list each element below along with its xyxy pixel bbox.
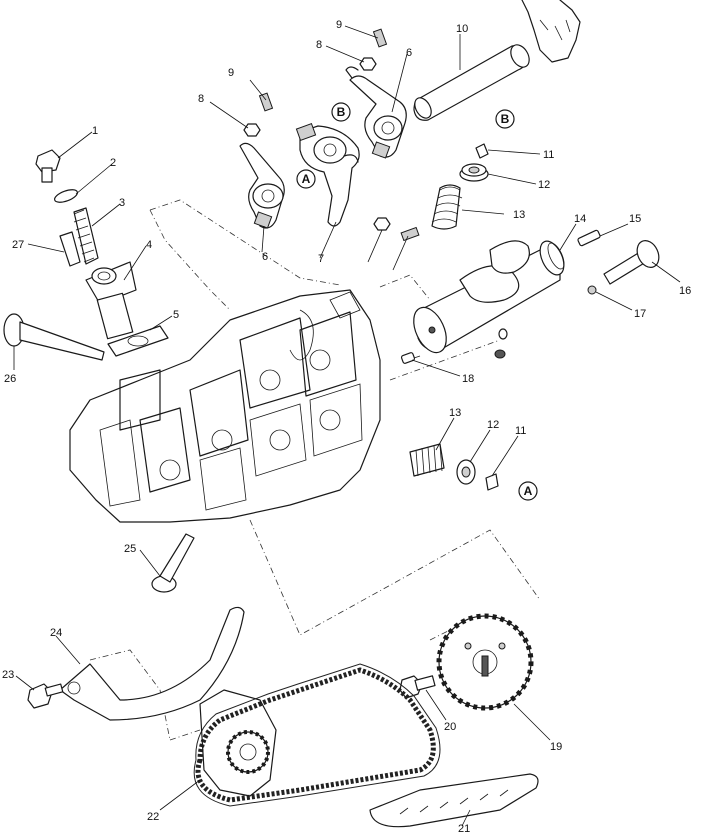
- rocker-arm-left: [239, 142, 285, 229]
- reference-markers: B A B A: [296, 102, 538, 501]
- decompressor-parts: [400, 229, 660, 364]
- cam-sprocket: [436, 613, 534, 711]
- chain-guide-lower: [369, 773, 539, 828]
- callout-6-left: 6: [262, 251, 268, 263]
- callout-15: 15: [629, 213, 641, 225]
- callout-21: 21: [458, 823, 470, 834]
- valve-intake: [3, 313, 105, 361]
- callout-19: 19: [550, 741, 562, 753]
- valve-spring-upper: [431, 143, 489, 230]
- callout-13-lower: 13: [449, 407, 461, 419]
- valve-exhaust: [151, 533, 195, 593]
- marker-a-lower: A: [524, 484, 533, 498]
- leader-lines: [13, 25, 681, 827]
- callout-16: 16: [679, 285, 691, 297]
- rocker-shaft: [413, 44, 530, 121]
- callout-27: 27: [12, 239, 24, 251]
- rocker-arm-upper-right: [345, 66, 407, 159]
- sprocket-bolt: [399, 675, 436, 699]
- callout-6-upper: 6: [406, 47, 412, 59]
- callout-23: 23: [2, 669, 14, 681]
- callout-7: 7: [318, 253, 324, 265]
- callout-24: 24: [50, 627, 62, 639]
- callout-1: 1: [92, 125, 98, 137]
- callout-17: 17: [634, 308, 646, 320]
- callout-9-left: 9: [228, 67, 234, 79]
- callout-3: 3: [119, 197, 125, 209]
- callout-14: 14: [574, 213, 586, 225]
- cylinder-head: [69, 289, 381, 523]
- callout-2: 2: [110, 157, 116, 169]
- callout-22: 22: [147, 811, 159, 823]
- callout-12-upper: 12: [538, 179, 550, 191]
- callout-10: 10: [456, 23, 468, 35]
- engine-block-fragment: [521, 0, 581, 63]
- marker-b-right: B: [501, 112, 510, 126]
- camshaft: [413, 240, 565, 359]
- callout-12-lower: 12: [487, 419, 499, 431]
- callout-26: 26: [4, 373, 16, 385]
- callout-8-upper: 8: [316, 39, 322, 51]
- marker-b-upper: B: [337, 105, 346, 119]
- callout-8-left: 8: [198, 93, 204, 105]
- callout-9-upper: 9: [336, 19, 342, 31]
- chain-guide-upper: [27, 606, 245, 721]
- marker-a-upper: A: [302, 172, 311, 186]
- callout-25: 25: [124, 543, 136, 555]
- part-callouts: 1 2 3 4 5 6 6 7 8 8 9 9 10 11 11 12 12 1…: [2, 19, 691, 834]
- callout-13-upper: 13: [513, 209, 525, 221]
- crank-sprocket: [199, 689, 277, 797]
- callout-11-upper: 11: [543, 149, 554, 161]
- callout-18: 18: [462, 373, 474, 385]
- callout-4: 4: [146, 239, 152, 251]
- callout-11-lower: 11: [515, 425, 526, 437]
- rocker-arm-center: [295, 122, 360, 227]
- tensioner-bolt-parts: [35, 149, 99, 267]
- timing-chain: [193, 663, 441, 807]
- chain-tensioner: [85, 261, 169, 357]
- callout-5: 5: [173, 309, 179, 321]
- valve-spring-lower: [409, 443, 499, 491]
- adjusting-screws: [243, 28, 420, 242]
- callout-20: 20: [444, 721, 456, 733]
